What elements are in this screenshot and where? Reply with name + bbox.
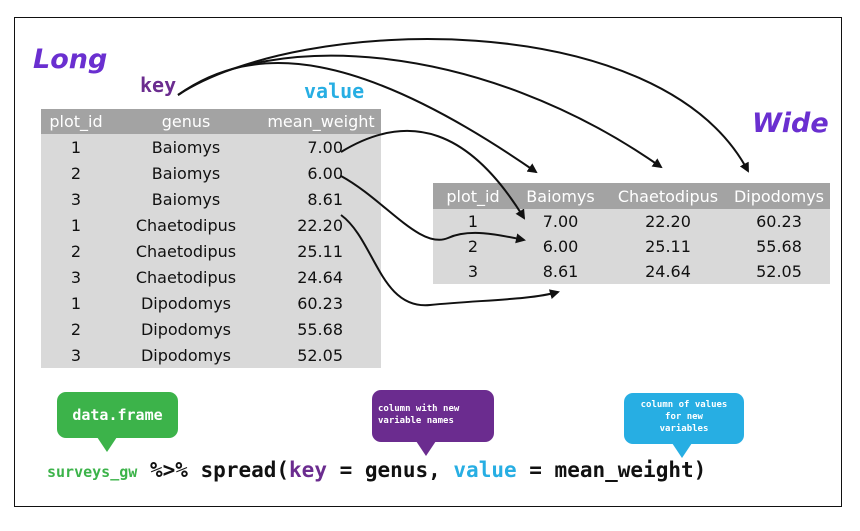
long-table-row: 1 Dipodomys 60.23 <box>41 290 381 316</box>
key-bubble: column with new variable names <box>372 390 494 456</box>
code-object-name: surveys_gw <box>47 463 138 481</box>
long-cell-plot-id: 1 <box>70 293 82 313</box>
long-cell-genus: Baiomys <box>151 137 221 157</box>
value-bubble-tail <box>672 443 692 458</box>
value-bubble-line1: column of values <box>640 400 728 410</box>
long-cell-plot-id: 3 <box>70 345 82 365</box>
wide-cell-baiomys: 6.00 <box>542 237 579 256</box>
code-value-keyword: value <box>453 458 517 482</box>
wide-cell-plot-id: 2 <box>467 237 479 256</box>
long-cell-mean-weight: 25.11 <box>297 241 343 261</box>
long-cell-plot-id: 2 <box>70 241 82 261</box>
key-label: key <box>140 73 177 97</box>
long-cell-genus: Dipodomys <box>140 293 232 313</box>
long-table-row: 3 Baiomys 8.61 <box>41 186 381 212</box>
wide-table: plot_id Baiomys Chaetodipus Dipodomys 1 7… <box>433 183 830 284</box>
wide-header-dipodomys: Dipodomys <box>728 183 830 209</box>
long-cell-genus: Dipodomys <box>140 319 232 339</box>
long-cell-genus: Chaetodipus <box>135 241 237 261</box>
spread-code-line: surveys_gw %>% spread(key = genus, value… <box>47 458 706 482</box>
long-cell-mean-weight: 60.23 <box>297 293 343 313</box>
wide-cell-dipodomys: 55.68 <box>756 237 802 256</box>
data-frame-label: data.frame <box>72 406 163 424</box>
value-bubble: column of values for new variables <box>624 393 744 458</box>
wide-header-baiomys: Baiomys <box>513 183 608 209</box>
wide-header-plot-id: plot_id <box>433 183 513 209</box>
long-header-genus: genus <box>111 109 261 134</box>
long-cell-mean-weight: 22.20 <box>297 215 343 235</box>
long-table-row: 2 Dipodomys 55.68 <box>41 316 381 342</box>
data-frame-bubble: data.frame <box>57 392 178 452</box>
wide-cell-dipodomys: 60.23 <box>756 212 802 231</box>
long-header-plot-id: plot_id <box>41 109 111 134</box>
long-cell-plot-id: 3 <box>70 267 82 287</box>
long-table-header: plot_id genus mean_weight <box>41 109 381 134</box>
wide-table-row: 3 8.61 24.64 52.05 <box>433 259 830 284</box>
long-cell-genus: Baiomys <box>151 163 221 183</box>
long-table-row: 3 Dipodomys 52.05 <box>41 342 381 368</box>
value-bubble-line3: variables <box>659 424 709 434</box>
long-cell-genus: Chaetodipus <box>135 215 237 235</box>
long-table-row: 1 Chaetodipus 22.20 <box>41 212 381 238</box>
key-bubble-tail <box>416 441 436 456</box>
long-cell-mean-weight: 8.61 <box>307 189 343 209</box>
long-table-row: 3 Chaetodipus 24.64 <box>41 264 381 290</box>
code-value-arg: = mean_weight) <box>516 458 707 482</box>
long-table-row: 2 Baiomys 6.00 <box>41 160 381 186</box>
long-cell-mean-weight: 24.64 <box>297 267 343 287</box>
long-table-row: 1 Baiomys 7.00 <box>41 134 381 160</box>
long-cell-mean-weight: 55.68 <box>297 319 343 339</box>
long-cell-mean-weight: 6.00 <box>307 163 343 183</box>
wide-cell-dipodomys: 52.05 <box>756 262 802 281</box>
long-cell-plot-id: 1 <box>70 215 82 235</box>
data-frame-bubble-tail <box>97 437 117 452</box>
long-cell-plot-id: 1 <box>70 137 82 157</box>
code-key-keyword: key <box>289 458 327 482</box>
long-cell-plot-id: 2 <box>70 319 82 339</box>
long-title: Long <box>33 44 108 75</box>
long-cell-genus: Baiomys <box>151 189 221 209</box>
wide-header-chaetodipus: Chaetodipus <box>608 183 728 209</box>
code-pipe-spread: %>% spread( <box>137 458 290 482</box>
wide-cell-plot-id: 1 <box>467 212 479 231</box>
long-cell-plot-id: 2 <box>70 163 82 183</box>
wide-cell-chaetodipus: 25.11 <box>645 237 691 256</box>
long-cell-plot-id: 3 <box>70 189 82 209</box>
long-table-row: 2 Chaetodipus 25.11 <box>41 238 381 264</box>
wide-table-header: plot_id Baiomys Chaetodipus Dipodomys <box>433 183 830 209</box>
long-cell-genus: Dipodomys <box>140 345 232 365</box>
long-cell-mean-weight: 52.05 <box>297 345 343 365</box>
wide-table-row: 2 6.00 25.11 55.68 <box>433 234 830 259</box>
wide-cell-baiomys: 7.00 <box>542 212 579 231</box>
wide-title: Wide <box>752 108 829 139</box>
code-key-arg: = genus, <box>326 458 454 482</box>
long-cell-genus: Chaetodipus <box>135 267 237 287</box>
long-header-mean-weight: mean_weight <box>261 109 381 134</box>
wide-cell-chaetodipus: 24.64 <box>645 262 691 281</box>
wide-cell-chaetodipus: 22.20 <box>645 212 691 231</box>
value-bubble-line2: for new <box>665 412 703 422</box>
wide-cell-baiomys: 8.61 <box>542 262 579 281</box>
value-label: value <box>304 79 365 103</box>
long-cell-mean-weight: 7.00 <box>307 137 343 157</box>
wide-cell-plot-id: 3 <box>467 262 479 281</box>
key-bubble-line1: column with new <box>378 404 460 414</box>
key-bubble-line2: variable names <box>378 416 454 426</box>
wide-table-row: 1 7.00 22.20 60.23 <box>433 209 830 234</box>
